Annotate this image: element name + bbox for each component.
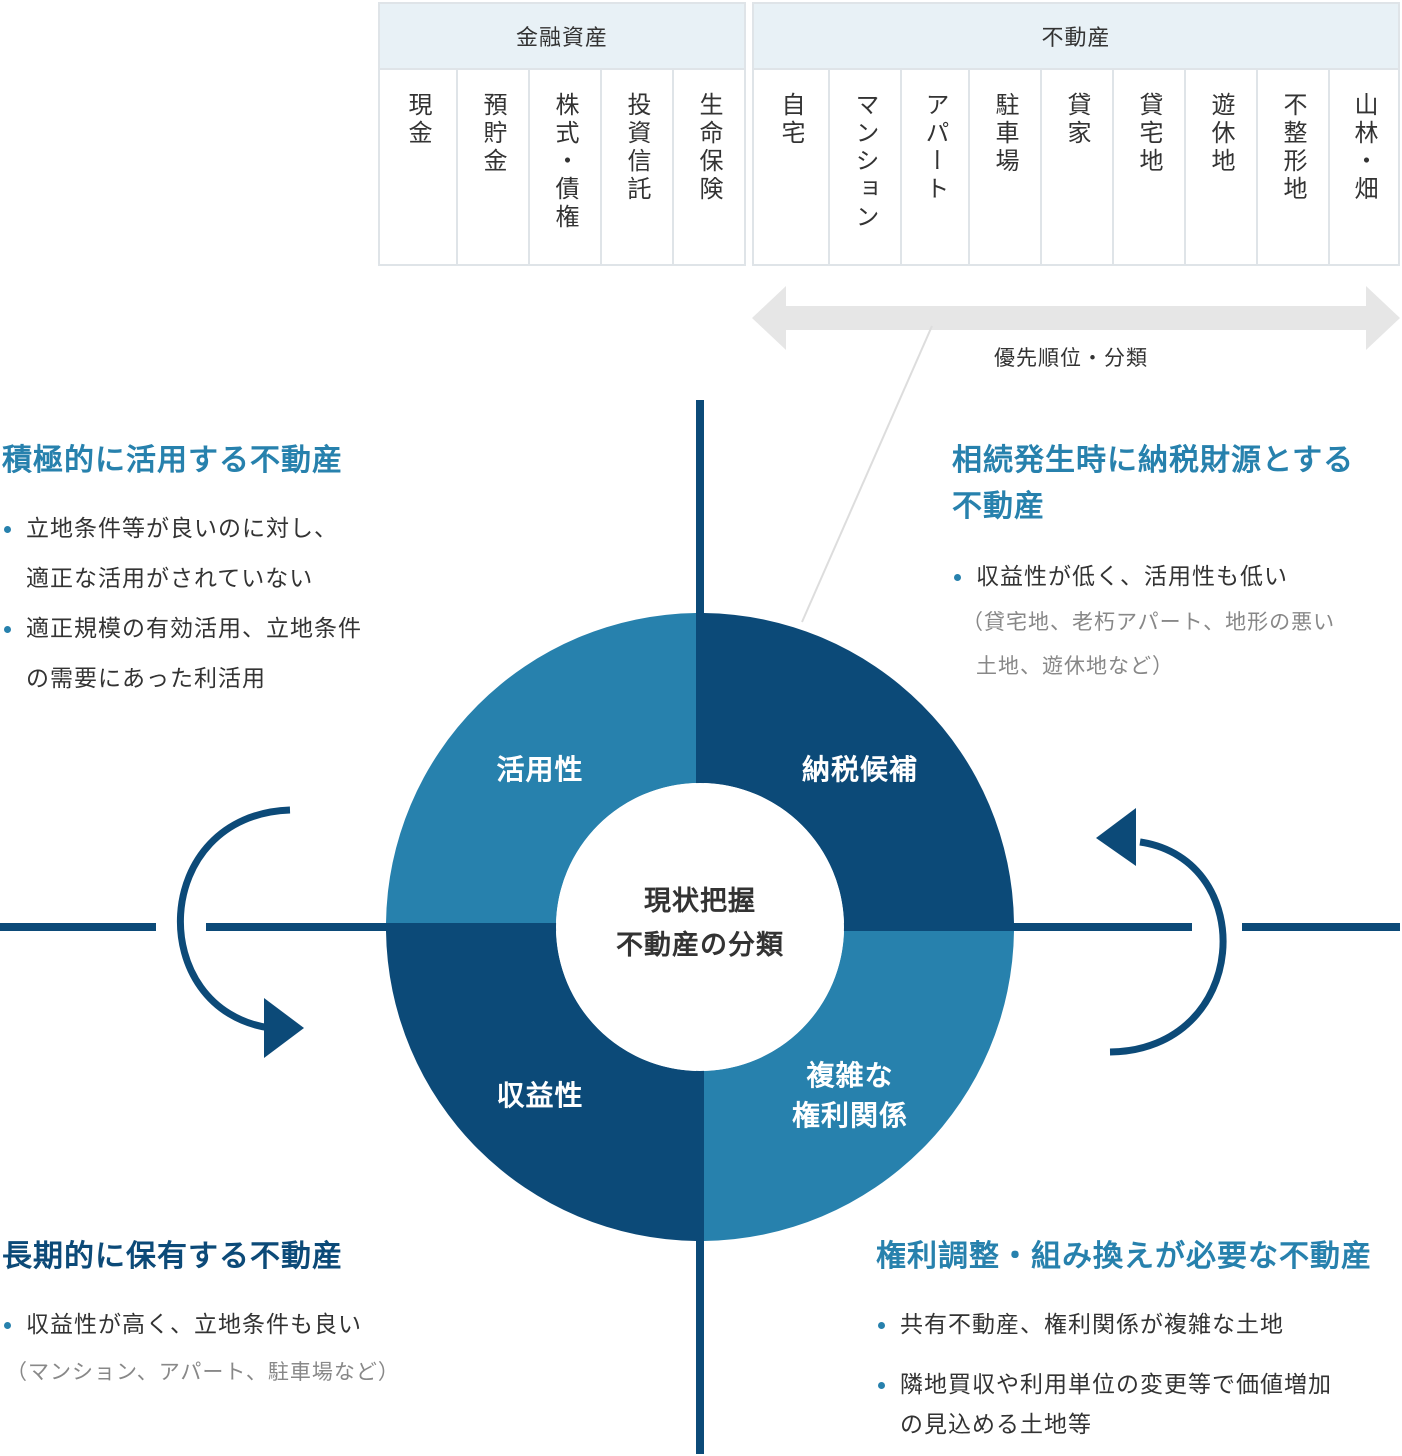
real-estate-item: アパート	[900, 70, 968, 266]
segment-profitability	[386, 931, 696, 1241]
real-estate-item: 駐車場	[968, 70, 1040, 266]
segment-label-complex-rights: 複雑な 権利関係	[760, 1056, 940, 1136]
bottom-left-note: （マンション、アパート、駐車場など）	[6, 1360, 400, 1384]
top-right-title: 相続発生時に納税財源とする 不動産	[952, 443, 1355, 524]
center-disc	[556, 783, 844, 1071]
financial-assets-table: 金融資産 現金 預貯金 株式・債権 投資信託 生命保険	[378, 2, 746, 266]
segment-label-complex-line2: 権利関係	[791, 1099, 908, 1132]
segment-label-utilization: 活用性	[496, 753, 584, 786]
center-label-line1: 現状把握	[644, 886, 756, 917]
right-cycle-arrowhead	[1096, 808, 1136, 866]
right-cycle-arrow-curve	[1109, 838, 1227, 1056]
segment-label-complex-line1: 複雑な	[806, 1059, 894, 1092]
bottom-left-title: 長期的に保有する不動産	[2, 1239, 343, 1274]
financial-item: 投資信託	[600, 70, 672, 266]
center-label-line2: 不動産の分類	[616, 930, 784, 961]
list-item: 収益性が低く、活用性も低い	[952, 552, 1288, 602]
left-cycle-arrowhead	[264, 998, 304, 1058]
list-item: 隣地買収や利用単位の変更等で価値増加 の見込める土地等	[876, 1360, 1332, 1445]
financial-item: 現金	[404, 92, 432, 148]
top-left-list: 立地条件等が良いのに対し、 適正な活用がされていない 適正規模の有効活用、立地条…	[2, 504, 362, 704]
list-item: 収益性が高く、立地条件も良い	[2, 1300, 362, 1350]
priority-label: 優先順位・分類	[994, 346, 1148, 370]
real-estate-item: 山林・畑	[1328, 70, 1398, 266]
real-estate-item: 自宅	[777, 92, 805, 148]
bottom-left-list: 収益性が高く、立地条件も良い	[2, 1300, 362, 1350]
leader-line	[801, 325, 933, 623]
top-left-title: 積極的に活用する不動産	[2, 443, 343, 478]
list-item: 適正規模の有効活用、立地条件 の需要にあった利活用	[2, 604, 362, 704]
bottom-right-list: 共有不動産、権利関係が複雑な土地 隣地買収や利用単位の変更等で価値増加 の見込め…	[876, 1300, 1332, 1445]
priority-double-arrow	[752, 286, 1400, 350]
list-item: 共有不動産、権利関係が複雑な土地	[876, 1300, 1332, 1350]
financial-item: 株式・債権	[528, 70, 600, 266]
center-label: 現状把握 不動産の分類	[560, 880, 840, 968]
real-estate-item: 遊休地	[1184, 70, 1256, 266]
financial-item: 預貯金	[456, 70, 528, 266]
real-estate-item: マンション	[828, 70, 900, 266]
financial-assets-header: 金融資産	[380, 4, 744, 70]
real-estate-item: 貸宅地	[1112, 70, 1184, 266]
real-estate-header: 不動産	[754, 4, 1398, 70]
segment-tax	[704, 613, 1014, 923]
segment-utilization	[386, 613, 696, 923]
top-right-list: 収益性が低く、活用性も低い	[952, 552, 1288, 602]
real-estate-item: 貸家	[1040, 70, 1112, 266]
top-right-note: （貸宅地、老朽アパート、地形の悪い 土地、遊休地など）	[962, 610, 1336, 678]
left-cycle-arrow-curve	[177, 806, 291, 1032]
list-item: 立地条件等が良いのに対し、 適正な活用がされていない	[2, 504, 362, 604]
financial-item: 生命保険	[672, 70, 744, 266]
bottom-right-title: 権利調整・組み換えが必要な不動産	[876, 1239, 1372, 1274]
segment-label-tax: 納税候補	[801, 753, 918, 786]
real-estate-table: 不動産 自宅 マンション アパート 駐車場 貸家 貸宅地 遊休地 不整形地 山林…	[752, 2, 1400, 266]
segment-label-profitability: 収益性	[496, 1079, 584, 1112]
segment-complex-rights	[704, 931, 1014, 1241]
real-estate-item: 不整形地	[1256, 70, 1328, 266]
